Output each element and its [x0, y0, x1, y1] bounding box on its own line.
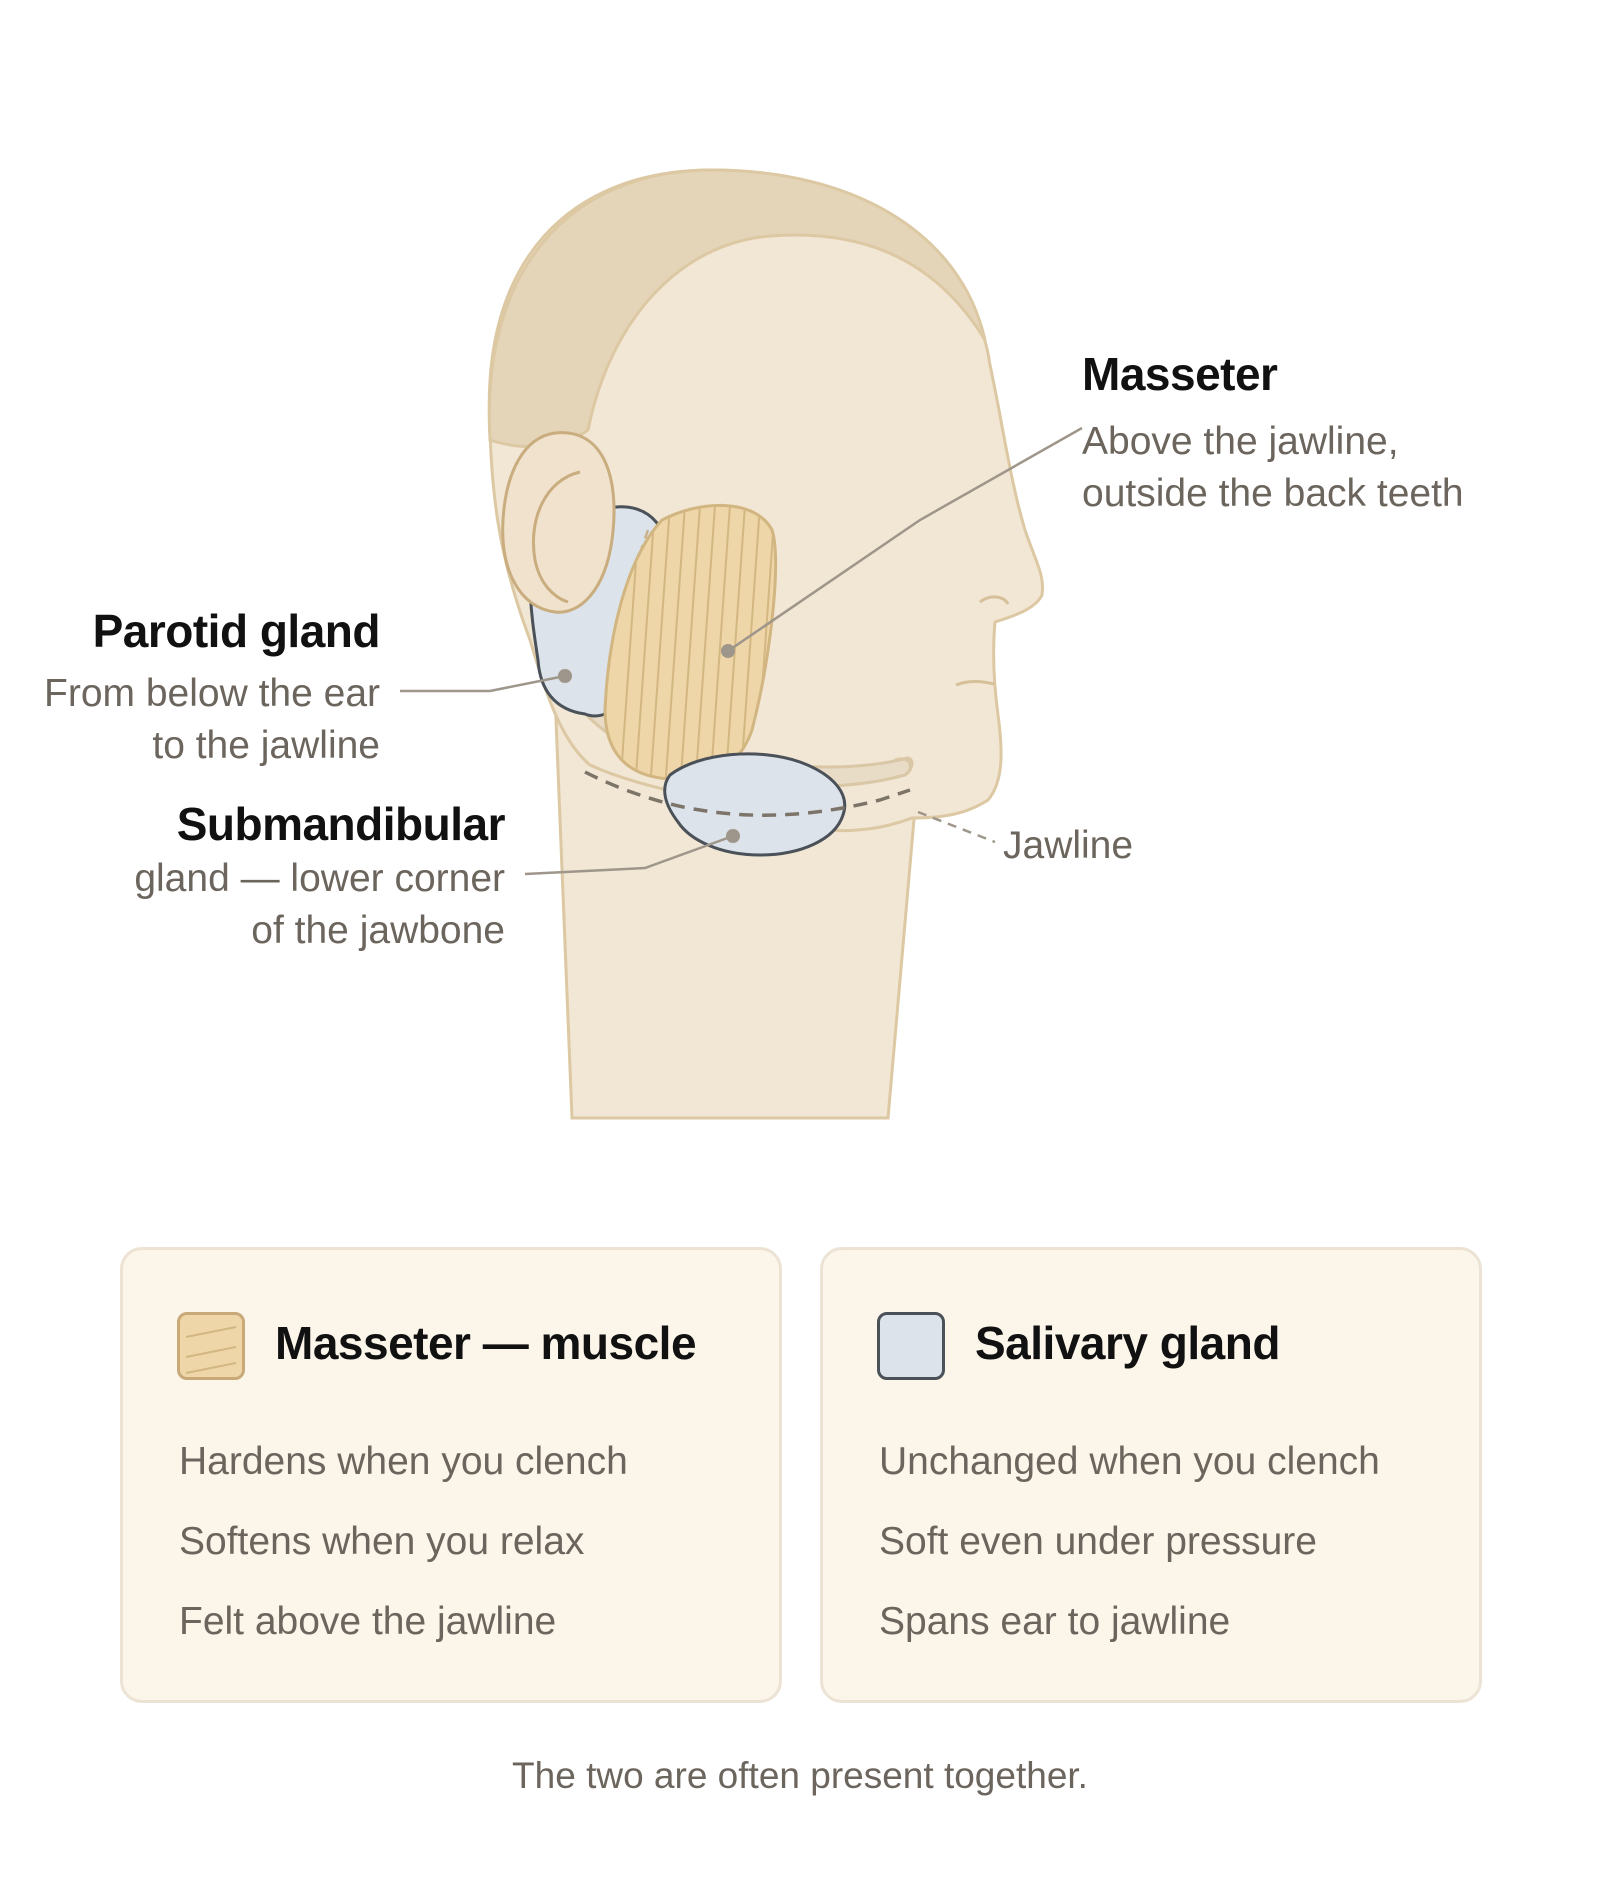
masseter-card-title: Masseter — muscle [275, 1317, 697, 1369]
masseter-label-title: Masseter [1082, 348, 1278, 400]
parotid-label-line-2: to the jawline [152, 724, 380, 767]
parotid-label-line-1: From below the ear [44, 672, 380, 715]
masseter-leader [727, 426, 1083, 653]
masseter-label-line-2: outside the back teeth [1082, 472, 1464, 515]
head-anatomy-diagram [400, 168, 1083, 1120]
masseter-label-line-1: Above the jawline, [1082, 420, 1399, 463]
salivary-card-item: Unchanged when you clench [879, 1440, 1380, 1483]
salivary-gland-card: Salivary gland Unchanged when you clench… [820, 1247, 1482, 1703]
submandibular-leader-dot [726, 829, 740, 843]
nostril [979, 595, 1010, 605]
masseter-leader-dot [721, 644, 735, 658]
submandibular-label-title: Submandibular [176, 798, 506, 850]
caption: The two are often present together. [512, 1755, 1088, 1796]
submandibular-gland-shape [663, 752, 847, 857]
ear [501, 431, 616, 614]
muscle-swatch-icon [177, 1312, 245, 1380]
jawline-dashed-line [584, 770, 911, 817]
ear-inner [532, 470, 581, 604]
parotid-label-title: Parotid gland [92, 605, 381, 657]
jawline-leader [917, 810, 996, 844]
lip-line [955, 680, 995, 687]
masseter-card-item: Hardens when you clench [179, 1440, 628, 1483]
submandibular-leader [524, 834, 734, 876]
gland-swatch-icon [877, 1312, 945, 1380]
salivary-card-item: Soft even under pressure [879, 1520, 1317, 1563]
hair [487, 168, 987, 448]
salivary-card-title: Salivary gland [975, 1317, 1280, 1369]
parotid-leader [400, 674, 566, 693]
jawline-label: Jawline [1003, 824, 1134, 867]
submandibular-label-line-1: gland — lower corner [134, 857, 505, 900]
masseter-card-item: Softens when you relax [179, 1520, 585, 1563]
jawbone-tip [894, 757, 912, 771]
masseter-card-item: Felt above the jawline [179, 1600, 557, 1643]
parotid-leader-dot [558, 669, 572, 683]
salivary-card-item: Spans ear to jawline [879, 1600, 1231, 1643]
masseter-card: Masseter — muscle Hardens when you clenc… [120, 1247, 782, 1703]
submandibular-label-line-2: of the jawbone [251, 909, 505, 952]
